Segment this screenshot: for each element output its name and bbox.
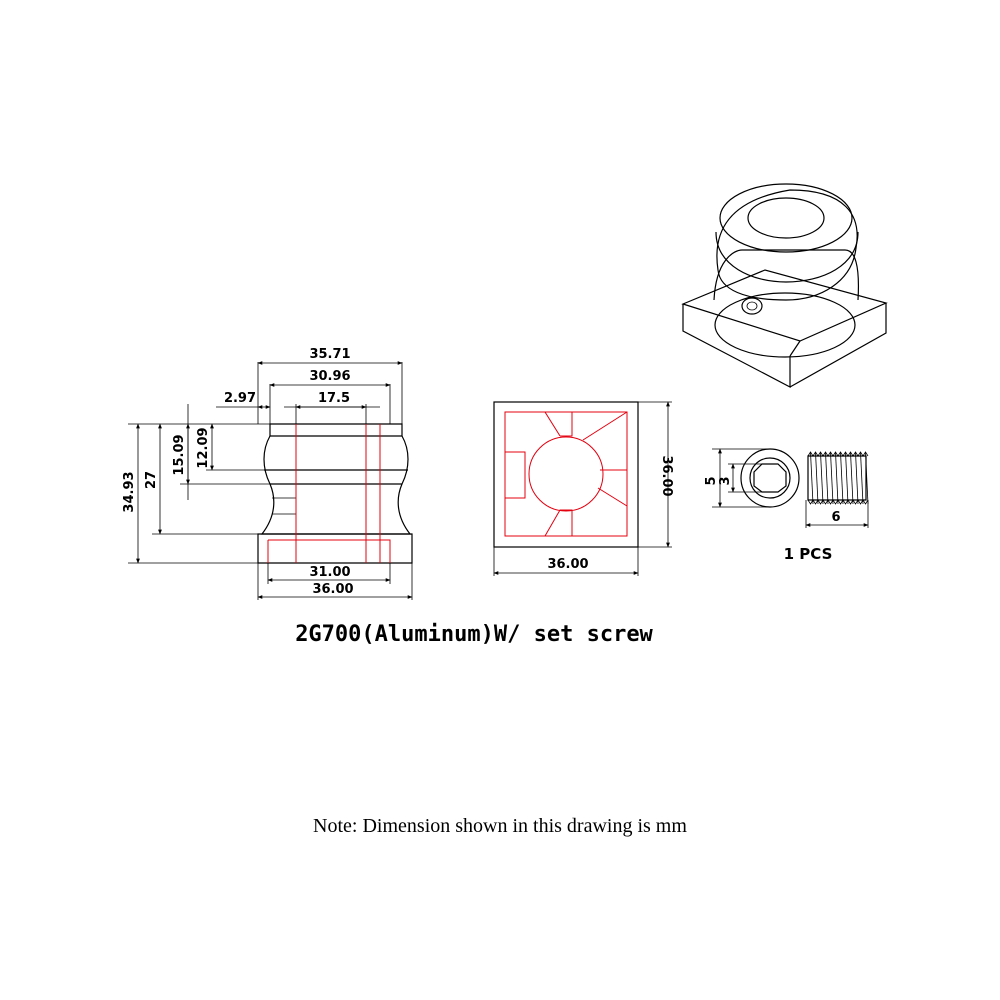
- thread-edge: [807, 499, 869, 505]
- dim-label-2-97: 2.97: [224, 391, 256, 406]
- dim-lip-height: 12.09: [196, 423, 264, 471]
- top-view-slots: [505, 411, 628, 537]
- set-screw-side-view: 6 1 PCS: [784, 451, 869, 563]
- dim-bore-width: 17.5: [284, 391, 380, 424]
- dim-label-36-00-front: 36.00: [312, 582, 353, 597]
- dim-upper-height: 15.09: [172, 404, 270, 500]
- top-view: 36.00 36.00: [493, 401, 674, 576]
- thread-line: [830, 451, 834, 505]
- front-view-hidden-lines: [267, 424, 391, 563]
- dim-label-30-96: 30.96: [309, 369, 350, 384]
- dim-lip-offset: 2.97: [216, 391, 271, 409]
- dim-top-outer-width: 35.71: [257, 347, 403, 424]
- dim-label-15-09: 15.09: [172, 434, 187, 475]
- thread-line: [855, 451, 859, 505]
- top-view-outer-square: [493, 401, 639, 548]
- top-view-bore-circle: [528, 436, 604, 512]
- thread-line: [825, 451, 829, 505]
- dim-label-31-00: 31.00: [309, 565, 350, 580]
- screw-threads: [807, 451, 869, 505]
- dim-label-5: 5: [704, 476, 719, 485]
- dim-label-27: 27: [144, 471, 159, 489]
- isometric-view: [681, 183, 888, 388]
- iso-base-plate: [681, 269, 888, 388]
- dim-label-3: 3: [718, 476, 733, 485]
- dim-label-6: 6: [831, 510, 840, 525]
- drawing-title: 2G700(Aluminum)W/ set screw: [295, 622, 653, 647]
- set-screw-end-view: 5 3: [704, 448, 800, 508]
- dim-screw-diameter: 5 3: [704, 448, 770, 508]
- thread-line: [845, 451, 849, 505]
- dim-screw-length: 6: [805, 500, 869, 528]
- dim-label-36-00-right: 36.00: [659, 455, 674, 496]
- front-view-outline: [257, 423, 413, 564]
- thread-line: [840, 451, 844, 505]
- dim-base-inner-width: 31.00: [267, 563, 391, 584]
- thread-line: [835, 451, 839, 505]
- dimension-note: Note: Dimension shown in this drawing is…: [313, 815, 687, 837]
- dim-label-35-71: 35.71: [309, 347, 350, 362]
- dim-top-inner-width: 30.96: [269, 369, 391, 424]
- screw-quantity-label: 1 PCS: [784, 545, 833, 563]
- iso-set-screw-hole: [741, 297, 763, 315]
- dim-label-34-93: 34.93: [122, 471, 137, 512]
- dim-label-36-00-bottom: 36.00: [547, 557, 588, 572]
- dim-top-view-height: 36.00: [638, 401, 674, 548]
- dim-label-17-5: 17.5: [318, 391, 350, 406]
- thread-line: [850, 451, 854, 505]
- thread-line: [860, 451, 864, 505]
- top-view-inner-square: [504, 411, 628, 537]
- front-view: 35.71 30.96 2.97 17.5 31.00: [122, 347, 413, 600]
- dim-base-outer-width: 36.00: [257, 563, 413, 600]
- thread-edge: [807, 451, 869, 457]
- dim-total-height: 34.93: [122, 423, 270, 564]
- dim-body-height: 27: [144, 423, 258, 535]
- iso-body: [713, 183, 860, 358]
- thread-line: [815, 451, 819, 505]
- dim-label-12-09: 12.09: [196, 427, 211, 468]
- thread-line: [865, 451, 869, 505]
- thread-line: [810, 451, 814, 505]
- dim-top-view-width: 36.00: [493, 547, 639, 576]
- thread-line: [820, 451, 824, 505]
